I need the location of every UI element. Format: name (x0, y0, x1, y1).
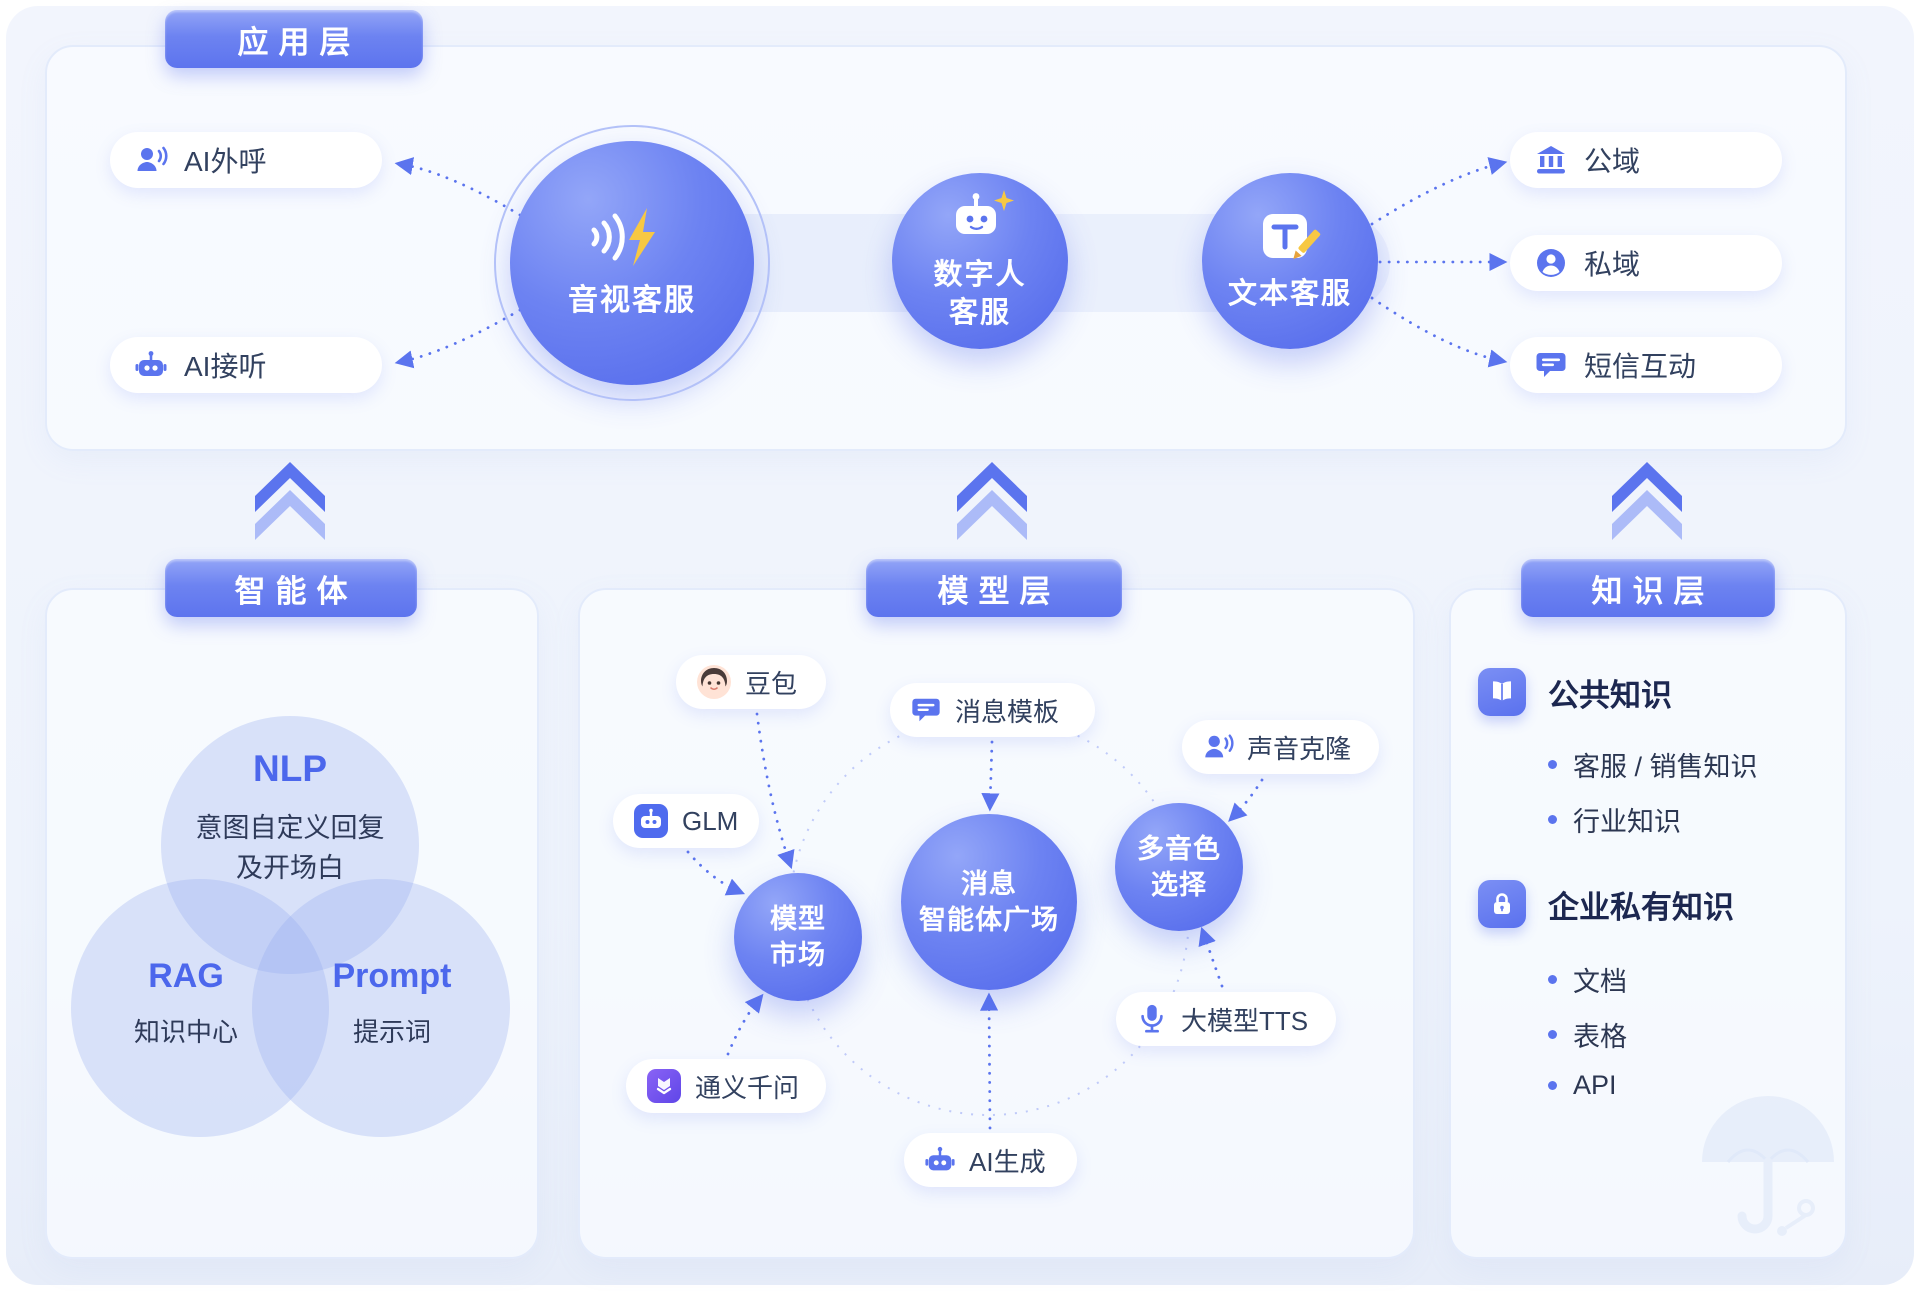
microphone-icon (1136, 1003, 1168, 1035)
pill-label: 通义千问 (695, 1072, 800, 1103)
pill-label: AI生成 (969, 1146, 1046, 1177)
chat-bubble-icon (910, 694, 942, 726)
pill-label: 公域 (1584, 146, 1641, 177)
agent-layer-panel (45, 588, 539, 1259)
voice-clone-pill: 声音克隆 (1182, 720, 1379, 774)
glm-model-pill: GLM (613, 794, 759, 848)
pill-label: 声音克隆 (1247, 733, 1352, 764)
application-layer-badge: 应用层 (165, 10, 423, 68)
circle-label-line2: 客服 (948, 296, 1011, 329)
bullet-dot (1548, 760, 1557, 769)
robot-icon (134, 348, 168, 382)
circle-label-line1: 消息 (961, 868, 1017, 899)
book-icon (1478, 668, 1526, 716)
chat-bubble-icon (1534, 348, 1568, 382)
knowledge-item-label: 客服 / 销售知识 (1573, 752, 1758, 782)
prompt-description: 提示词 (352, 1017, 431, 1047)
private-knowledge-heading: 企业私有知识 (1478, 880, 1734, 928)
digital-human-service-circle: 数字人 客服 (892, 173, 1068, 349)
knowledge-item: 客服 / 销售知识 (1548, 745, 1758, 784)
person-circle-icon (1534, 246, 1568, 280)
circle-label-line2: 智能体广场 (919, 905, 1059, 935)
up-arrow-icon (255, 462, 325, 540)
pill-label: GLM (682, 805, 739, 836)
knowledge-item-label: API (1573, 1070, 1617, 1100)
building-icon (1534, 143, 1568, 177)
speaking-person-icon (134, 143, 168, 177)
pill-label: 消息模板 (955, 696, 1060, 727)
public-domain-pill: 公域 (1510, 132, 1782, 188)
agent-layer-badge: 智能体 (165, 559, 417, 617)
big-model-tts-pill: 大模型TTS (1116, 992, 1336, 1046)
venn-circle-prompt (252, 879, 510, 1137)
nlp-description-line2: 及开场白 (236, 853, 344, 883)
text-pencil-icon (1259, 209, 1321, 270)
ai-outbound-pill: AI外呼 (110, 132, 382, 188)
circle-label: 文本客服 (1227, 277, 1352, 310)
umbrella-watermark-icon (1702, 1096, 1834, 1236)
lock-icon (1478, 880, 1526, 928)
knowledge-item-label: 表格 (1573, 1022, 1627, 1052)
circle-label-line1: 数字人 (933, 258, 1027, 291)
up-arrow-icon (1612, 462, 1682, 540)
prompt-title: Prompt (332, 957, 452, 995)
audio-wave-lightning-icon (589, 206, 675, 273)
circle-label-line2: 选择 (1151, 870, 1207, 900)
ai-answer-pill: AI接听 (110, 337, 382, 393)
venn-circle-nlp (161, 716, 419, 974)
tongyi-logo-icon (646, 1068, 682, 1104)
doubao-model-pill: 豆包 (676, 655, 826, 709)
tongyi-model-pill: 通义千问 (626, 1059, 826, 1113)
nlp-title: NLP (253, 748, 327, 789)
bullet-dot (1548, 1081, 1557, 1090)
model-layer-badge: 模型层 (866, 559, 1122, 617)
robot-icon (924, 1144, 956, 1176)
bullet-dot (1548, 815, 1557, 824)
up-arrow-icon (957, 462, 1027, 540)
knowledge-item-label: 文档 (1573, 967, 1627, 997)
doubao-avatar-icon (696, 664, 732, 700)
sms-interaction-pill: 短信互动 (1510, 337, 1782, 393)
pill-label: 短信互动 (1584, 351, 1697, 382)
knowledge-item: API (1548, 1070, 1617, 1101)
glm-logo-icon (633, 803, 669, 839)
bullet-dot (1548, 975, 1557, 984)
circle-label-line2: 市场 (770, 940, 826, 970)
model-market-circle: 模型 市场 (734, 873, 862, 1001)
knowledge-item: 行业知识 (1548, 800, 1681, 839)
nlp-description-line1: 意图自定义回复 (195, 813, 385, 843)
bullet-dot (1548, 1030, 1557, 1039)
text-service-circle: 文本客服 (1202, 173, 1378, 349)
section-title: 企业私有知识 (1548, 889, 1734, 925)
pill-label: AI接听 (184, 351, 267, 382)
circle-label-line1: 模型 (770, 903, 826, 934)
knowledge-item-label: 行业知识 (1573, 807, 1681, 837)
audio-video-service-circle: 音视客服 (494, 125, 770, 401)
venn-circle-rag (71, 879, 329, 1137)
knowledge-item: 表格 (1548, 1015, 1627, 1054)
speaking-person-icon (1202, 731, 1234, 763)
pill-label: 豆包 (745, 668, 798, 699)
pill-label: 大模型TTS (1181, 1005, 1309, 1036)
message-agent-plaza-circle: 消息 智能体广场 (901, 814, 1077, 990)
ai-generate-pill: AI生成 (904, 1133, 1077, 1187)
public-knowledge-heading: 公共知识 (1478, 668, 1672, 716)
multi-voice-select-circle: 多音色 选择 (1115, 803, 1243, 931)
rag-title: RAG (148, 957, 224, 995)
rag-description: 知识中心 (133, 1017, 238, 1047)
pill-label: 私域 (1584, 249, 1641, 280)
section-title: 公共知识 (1548, 677, 1672, 713)
knowledge-item: 文档 (1548, 960, 1627, 999)
circle-label-line1: 多音色 (1137, 833, 1221, 864)
digital-human-icon (946, 189, 1014, 251)
circle-label: 音视客服 (568, 284, 696, 317)
knowledge-layer-badge: 知识层 (1521, 559, 1775, 617)
message-template-pill: 消息模板 (890, 683, 1095, 737)
pill-label: AI外呼 (184, 146, 267, 177)
private-domain-pill: 私域 (1510, 235, 1782, 291)
